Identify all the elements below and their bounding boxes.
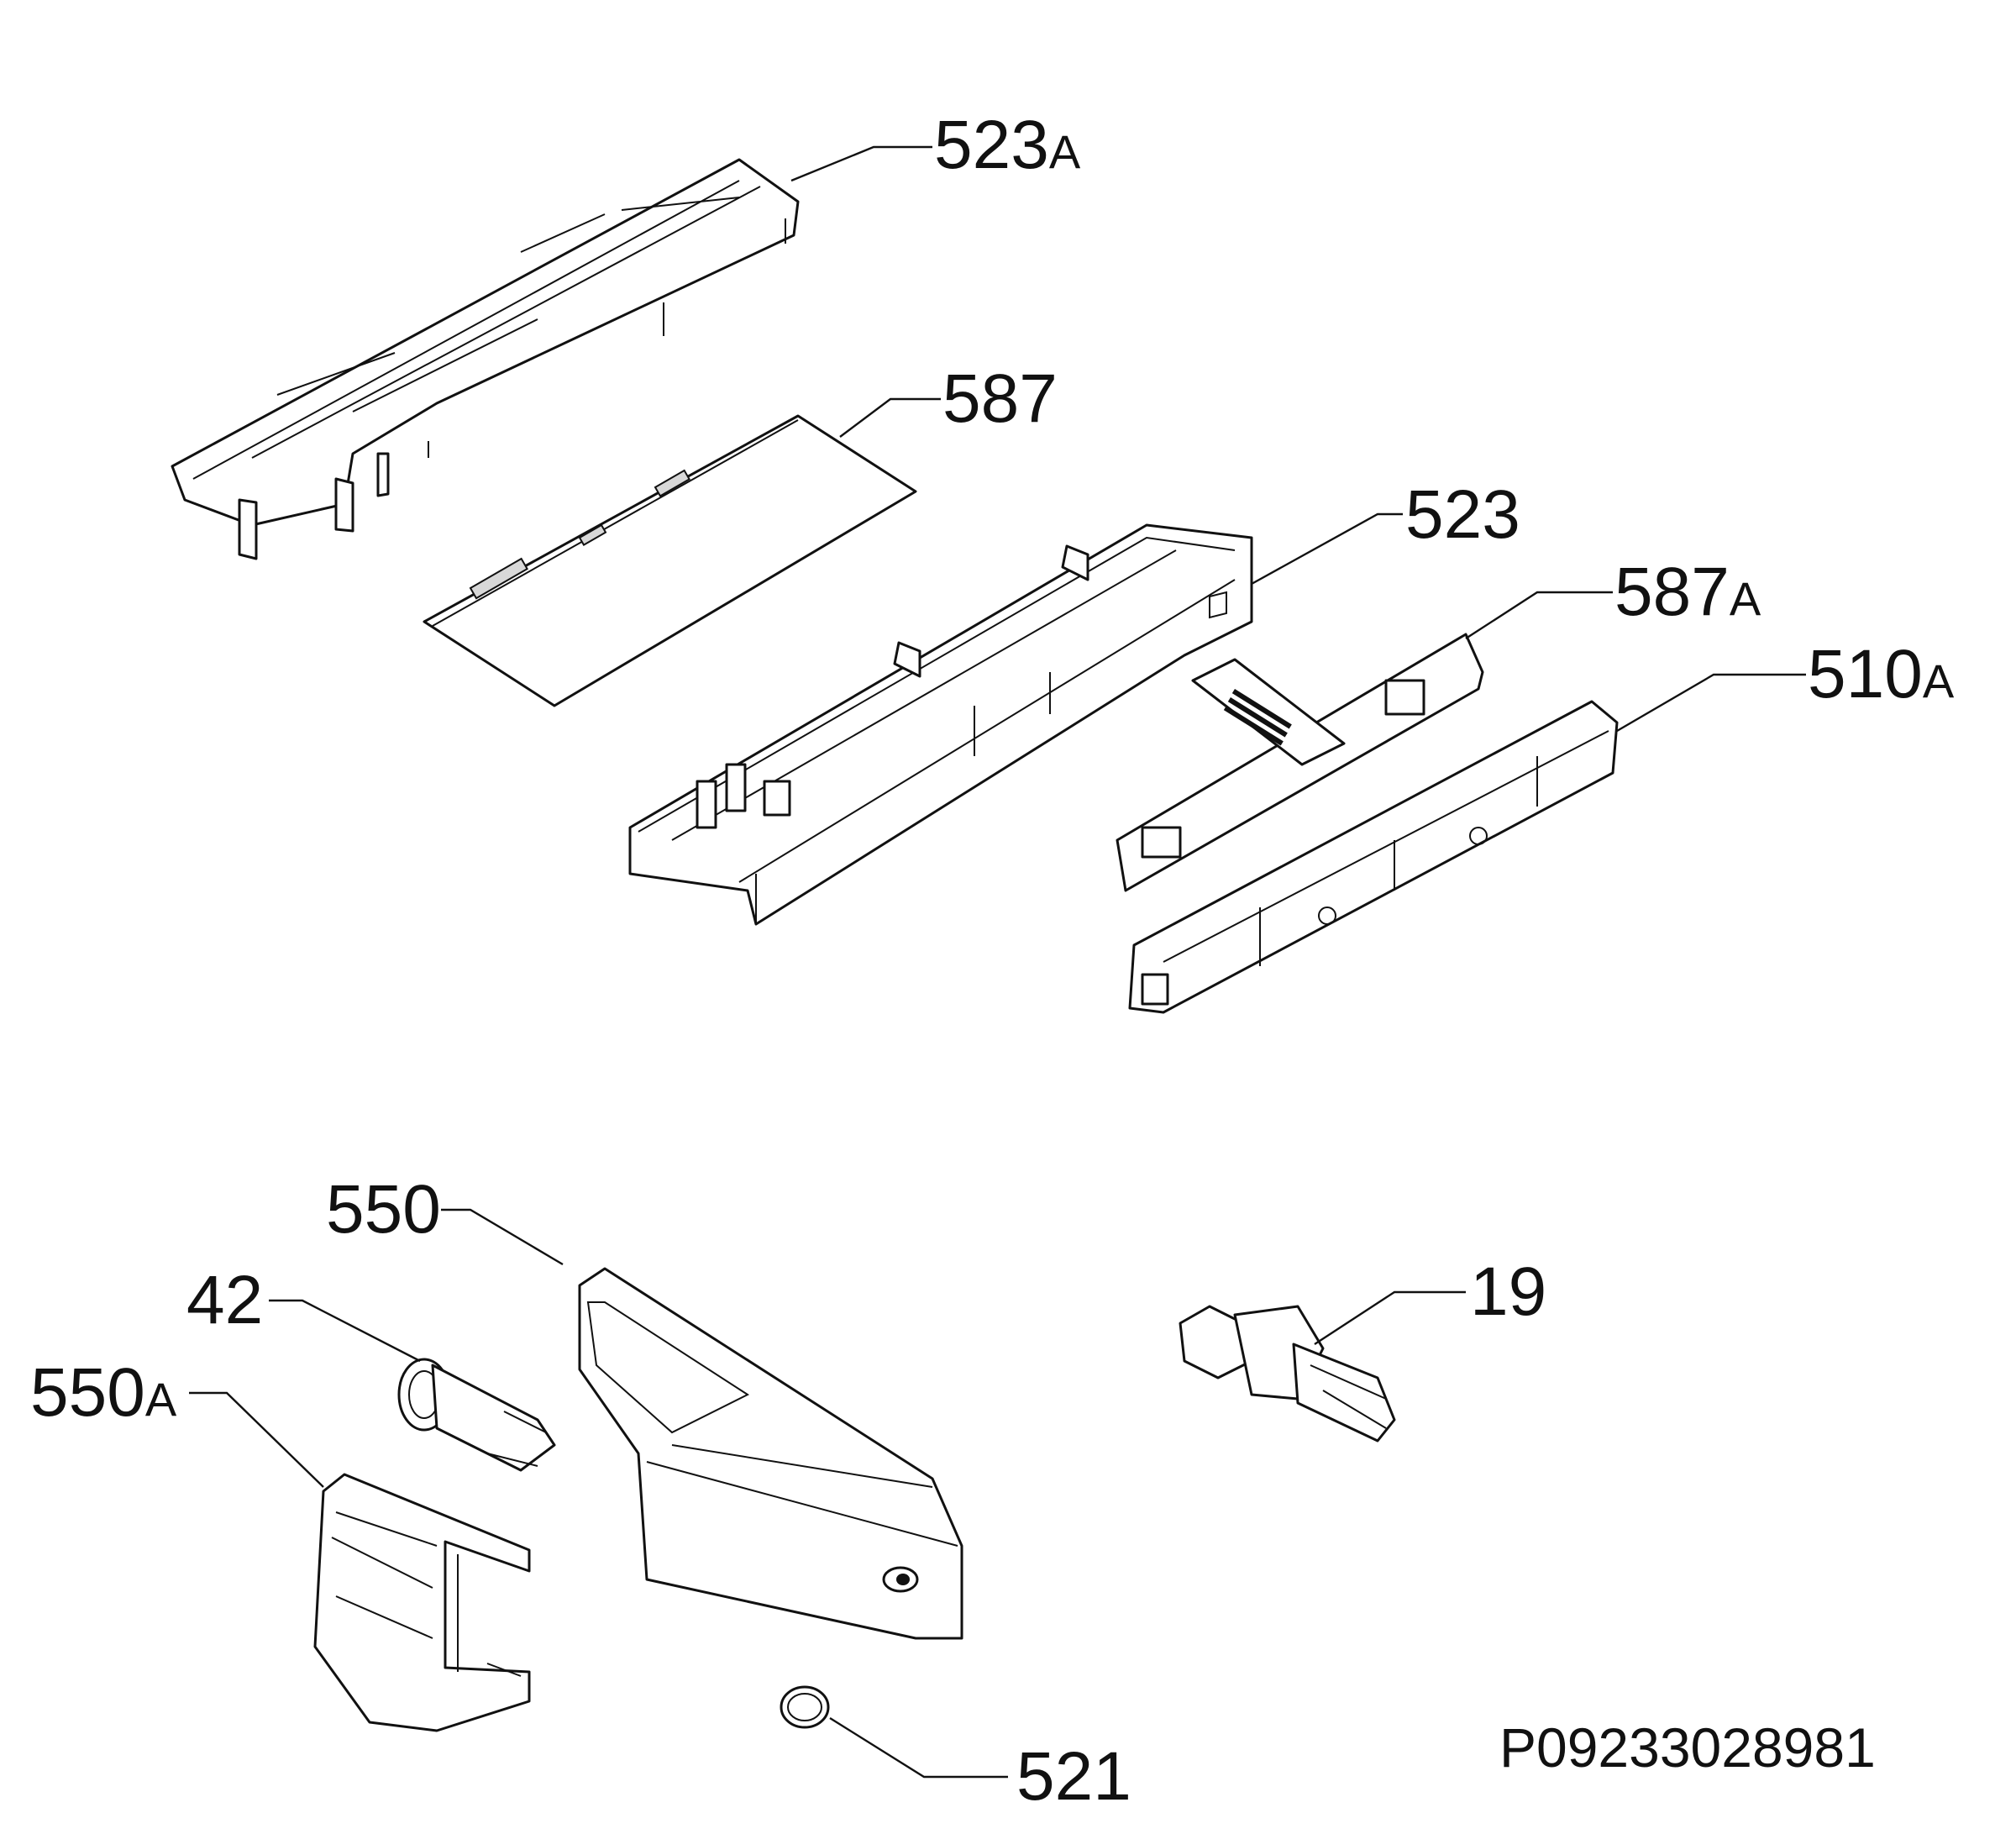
part-550a-diffuser-bracket	[313, 1473, 531, 1732]
part-19-fluorescent-lamp	[1179, 1305, 1396, 1443]
leader-550a	[189, 1391, 324, 1488]
leader-587a	[1465, 591, 1613, 640]
leader-lines	[189, 145, 1806, 1779]
part-523a-cover-frame	[171, 158, 800, 560]
label-587: 587	[942, 360, 1058, 437]
label-19: 19	[1470, 1253, 1546, 1330]
label-587a: 587A	[1614, 554, 1761, 630]
label-42: 42	[186, 1262, 263, 1338]
label-521: 521	[1016, 1738, 1131, 1815]
label-523a: 523A	[934, 107, 1081, 183]
leader-523a	[790, 145, 932, 182]
label-523: 523	[1405, 476, 1520, 553]
leader-587	[839, 397, 941, 438]
leader-521	[829, 1716, 1008, 1779]
part-523-control-housing	[628, 523, 1253, 926]
leader-510a	[1616, 673, 1806, 733]
label-550a: 550A	[30, 1354, 177, 1431]
drawing-code: P09233028981	[1499, 1716, 1876, 1779]
label-510a: 510A	[1808, 636, 1955, 712]
part-587-circuit-board	[423, 414, 917, 707]
leader-550	[441, 1208, 564, 1266]
part-510a-front-panel	[1128, 700, 1619, 1014]
part-521-o-ring	[780, 1685, 830, 1729]
leader-42	[269, 1299, 421, 1363]
label-550: 550	[326, 1171, 441, 1248]
leader-19	[1314, 1290, 1466, 1346]
part-550-lamp-housing	[578, 1267, 963, 1640]
leader-523	[1251, 512, 1403, 586]
part-42-lamp-socket	[397, 1358, 556, 1472]
part-587a-electronic-board	[1116, 633, 1484, 892]
